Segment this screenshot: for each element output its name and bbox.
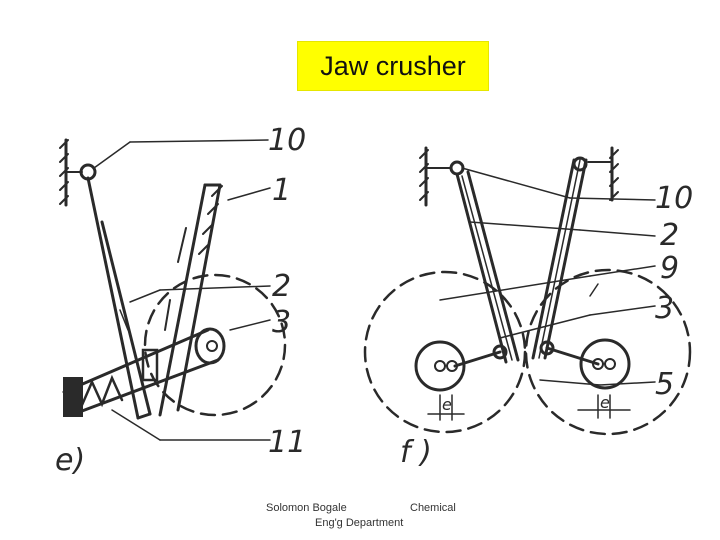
right-panel-label: f )	[400, 435, 432, 470]
right-eccentric-label: e	[600, 393, 610, 412]
left-eccentric-label: e	[442, 395, 452, 414]
left-label-1: 1	[272, 173, 291, 208]
left-flywheel-circle	[363, 270, 527, 434]
left-label-3: 3	[272, 305, 291, 340]
eccentric-disk-icon	[194, 327, 226, 365]
right-eccentric-icon	[579, 338, 631, 390]
right-mechanism	[363, 146, 692, 436]
right-label-10: 10	[655, 181, 693, 216]
left-label-2: 2	[272, 269, 291, 304]
left-mechanism	[59, 138, 287, 441]
footer-author: Solomon Bogale	[266, 502, 347, 514]
left-panel-label: e)	[55, 443, 85, 478]
footer-department-line1: Chemical	[410, 502, 456, 514]
left-label-11: 11	[268, 425, 306, 460]
right-label-9: 9	[660, 251, 679, 286]
slide-title: Jaw crusher	[297, 41, 489, 91]
left-eccentric-icon	[414, 340, 466, 392]
footer-department-line2: Eng'g Department	[315, 517, 404, 529]
left-label-10: 10	[268, 123, 306, 158]
flywheel-circle	[143, 273, 287, 417]
right-label-3: 3	[655, 291, 674, 326]
right-label-2: 2	[660, 218, 679, 253]
right-flywheel-circle	[524, 268, 692, 436]
right-label-5: 5	[655, 367, 674, 402]
spring-cap-icon	[63, 377, 83, 417]
left-pivot-icon	[449, 160, 465, 176]
